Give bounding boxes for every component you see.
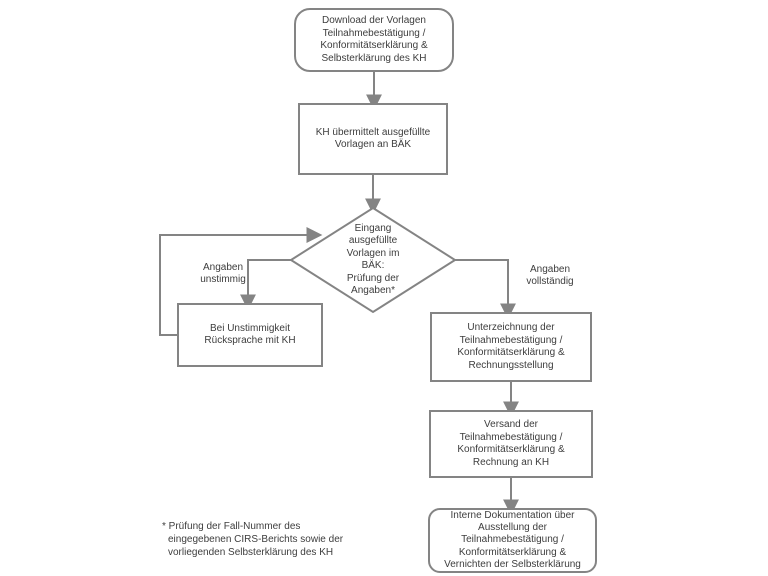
flow-node-mismatch: Bei Unstimmigkeit Rücksprache mit KH — [177, 303, 323, 367]
edge-decision-to-sign — [455, 259, 516, 320]
footnote: * Prüfung der Fall-Nummer des eingegeben… — [162, 521, 344, 558]
flow-node-sign: Unterzeichnung der Teilnahmebestätigung … — [430, 312, 592, 382]
decision-diamond-shape — [289, 206, 457, 314]
edge-label-angaben-vollstaendig: Angaben vollständig — [526, 264, 574, 287]
flow-node-decision-label: Eingang ausgefüllte Vorlagen im BÄK: Prü… — [346, 222, 400, 297]
flow-node-send: Versand der Teilnahmebestätigung / Konfo… — [429, 410, 593, 478]
edge-decision-to-mismatch — [240, 259, 291, 311]
edge-mismatch-loop-to-decision — [159, 227, 323, 336]
edge-label-angaben-unstimmig: Angaben unstimmig — [200, 262, 246, 285]
flow-node-start: Download der Vorlagen Teilnahmebestätigu… — [294, 8, 454, 72]
flow-node-document: Interne Dokumentation über Ausstellung d… — [428, 508, 597, 573]
flow-node-kh-submit: KH übermittelt ausgefüllte Vorlagen an B… — [298, 103, 448, 175]
